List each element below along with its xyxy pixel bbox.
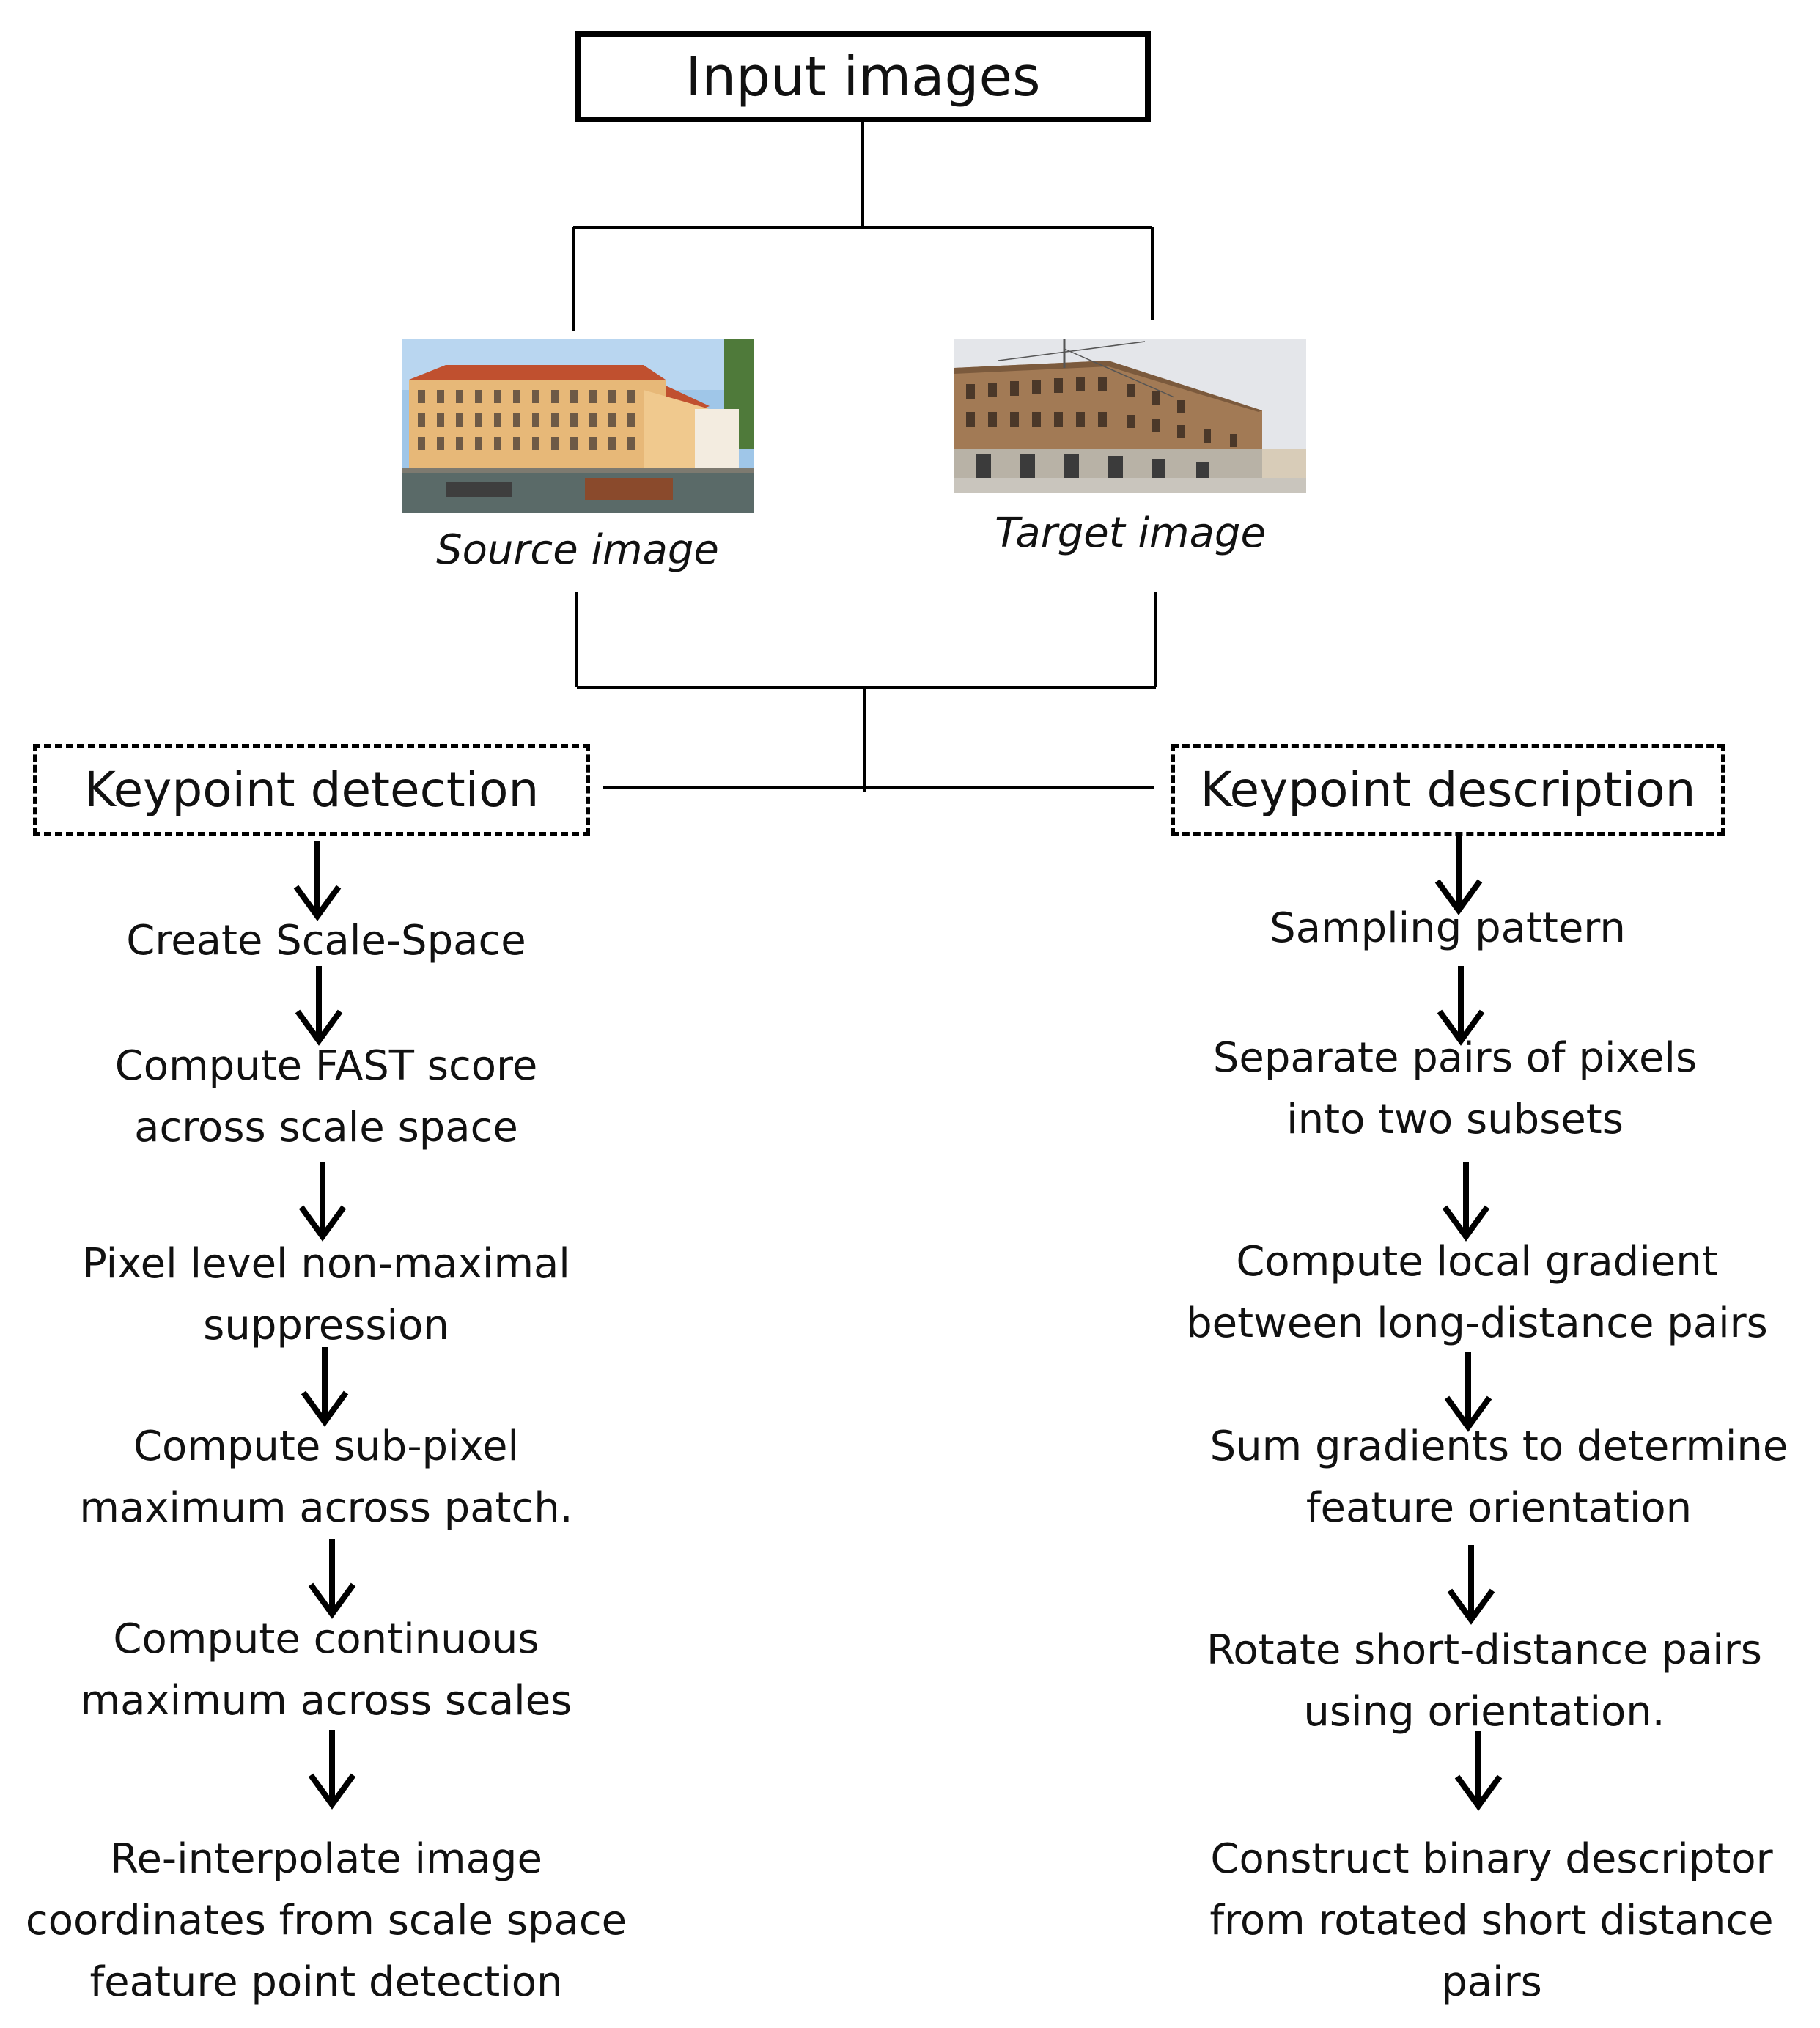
description-step-6: Construct binary descriptor from rotated…: [1209, 1835, 1774, 2006]
down-arrow-icon: [1454, 1731, 1503, 1811]
target-image-photo: [954, 339, 1306, 493]
detection-step-2: Compute FAST score across scale space: [114, 1042, 538, 1151]
keypoint-description-box: Keypoint description: [1171, 744, 1725, 836]
down-arrow-icon: [301, 1347, 349, 1427]
input-images-title: Input images: [685, 45, 1041, 108]
keypoint-description-heading: Keypoint description: [1200, 762, 1696, 818]
description-step-2: Separate pairs of pixels into two subset…: [1212, 1034, 1698, 1143]
down-arrow-icon: [293, 841, 342, 921]
description-step-1: Sampling pattern: [1270, 904, 1626, 952]
source-image-photo: [402, 339, 754, 513]
detection-step-5: Compute continuous maximum across scales: [80, 1615, 572, 1725]
down-arrow-icon: [308, 1539, 356, 1619]
down-arrow-icon: [1444, 1352, 1492, 1432]
description-step-5: Rotate short-distance pairs using orient…: [1206, 1626, 1762, 1736]
down-arrow-icon: [1437, 966, 1485, 1046]
keypoint-detection-heading: Keypoint detection: [84, 762, 539, 818]
down-arrow-icon: [1447, 1545, 1495, 1625]
description-step-3: Compute local gradient between long-dist…: [1186, 1238, 1768, 1347]
keypoint-detection-box: Keypoint detection: [33, 744, 590, 836]
description-step-4: Sum gradients to determine feature orien…: [1209, 1423, 1788, 1532]
input-images-box: Input images: [575, 31, 1151, 122]
detection-step-4: Compute sub-pixel maximum across patch.: [79, 1423, 573, 1532]
detection-step-6: Re-interpolate image coordinates from sc…: [25, 1835, 627, 2006]
down-arrow-icon: [298, 1162, 347, 1242]
down-arrow-icon: [1442, 1162, 1490, 1242]
down-arrow-icon: [295, 966, 343, 1046]
down-arrow-icon: [1434, 836, 1483, 915]
detection-step-1: Create Scale-Space: [126, 917, 526, 965]
target-image-caption: Target image: [995, 509, 1266, 557]
down-arrow-icon: [308, 1730, 356, 1810]
source-image-caption: Source image: [436, 526, 719, 574]
detection-step-3: Pixel level non-maximal suppression: [82, 1240, 570, 1349]
